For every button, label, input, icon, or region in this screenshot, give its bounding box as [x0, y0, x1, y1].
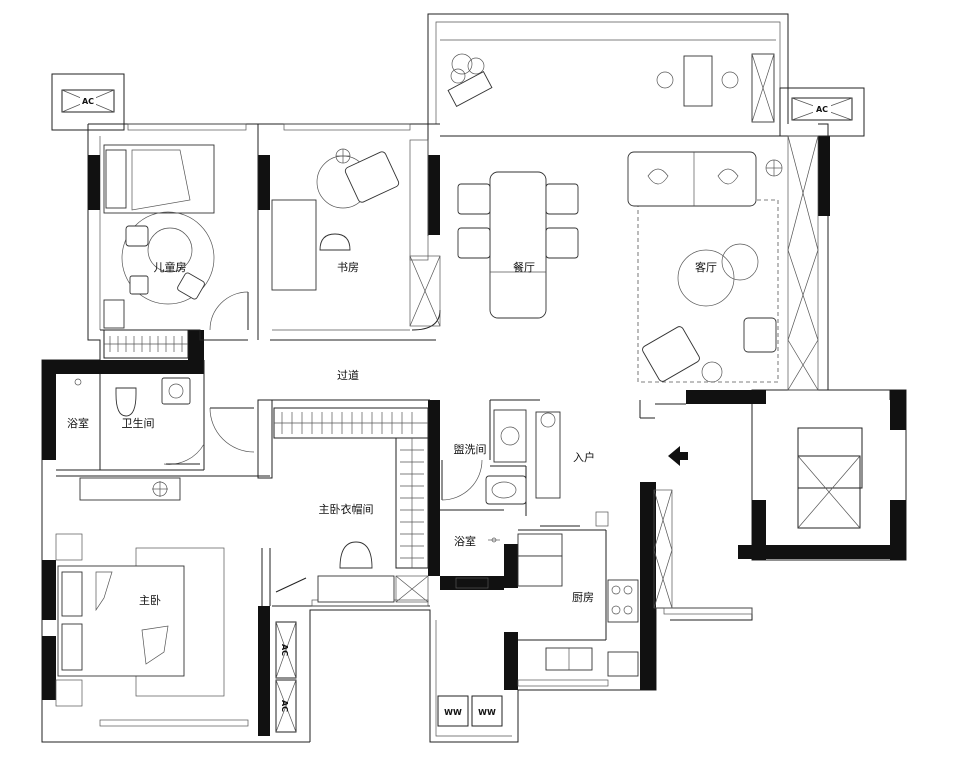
lift-shaft — [797, 427, 863, 529]
washroom-furniture: 盥洗间 浴室 — [441, 409, 561, 589]
room-label-washroom: 盥洗间 — [454, 443, 487, 456]
ac-label: AC — [280, 644, 289, 656]
master-bedroom-furniture: 主卧 — [55, 477, 263, 707]
room-label-bath-left: 浴室 — [67, 416, 89, 430]
living-furniture: 客厅 — [627, 135, 819, 391]
children-room-furniture: 儿童房 — [103, 144, 215, 359]
room-label-entrance: 入户 — [573, 450, 595, 464]
ac-unit-top-right: AC — [779, 87, 865, 137]
ww-label: WW — [478, 708, 496, 717]
room-label-corridor: 过道 — [337, 368, 359, 382]
balcony-furniture — [440, 39, 776, 123]
dining-furniture: 餐厅 — [457, 171, 579, 319]
room-label-study: 书房 — [337, 261, 359, 274]
room-label-dining: 餐厅 — [513, 260, 535, 274]
arrow-left-icon — [668, 446, 688, 466]
kitchen-furniture: 厨房 — [517, 489, 673, 677]
closet-furniture: 主卧衣帽间 — [273, 407, 429, 603]
room-label-bath-mid: 浴室 — [454, 534, 476, 548]
closet-hangers — [103, 329, 189, 359]
bath-toilet-furniture: 浴室 卫生间 — [67, 377, 255, 465]
ac-label: AC — [82, 97, 94, 106]
entrance: 入户 — [573, 446, 688, 466]
ac-label: AC — [280, 700, 289, 712]
room-label-living: 客厅 — [695, 260, 717, 274]
ww-label: WW — [444, 708, 462, 717]
room-label-master: 主卧 — [139, 594, 161, 607]
room-label-kitchen: 厨房 — [572, 591, 594, 604]
room-label-walkin-closet: 主卧衣帽间 — [319, 502, 374, 516]
study-furniture: 书房 — [271, 139, 441, 331]
children-room-door — [209, 291, 249, 331]
ac-unit-bottom-1: AC — [275, 621, 297, 679]
ac-unit-top-left: AC — [51, 73, 125, 131]
ac-label: AC — [816, 105, 828, 114]
room-label-children: 儿童房 — [154, 260, 187, 274]
washing-machine-units: WW WW — [437, 695, 503, 727]
ac-unit-bottom-2: AC — [275, 679, 297, 733]
room-label-toilet: 卫生间 — [122, 416, 155, 430]
